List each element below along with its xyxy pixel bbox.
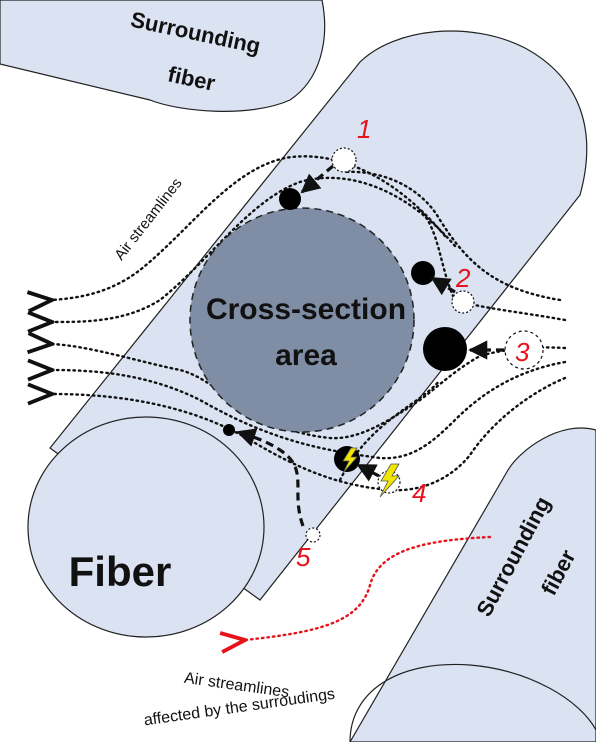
surrounding-fiber-top — [0, 0, 326, 112]
streamline-5 — [52, 344, 567, 440]
surrounding-fiber-right-end — [349, 663, 596, 742]
capture-arrow-5 — [236, 428, 305, 527]
mechanism-number-2: 2 — [455, 263, 471, 293]
streamline-7 — [52, 376, 567, 492]
mechanism-number-4: 4 — [412, 478, 426, 508]
streamline-6 — [52, 362, 567, 460]
mechanism-number-1: 1 — [357, 114, 371, 144]
surrounding-fiber-right — [349, 427, 596, 742]
particle-1-captured — [279, 188, 301, 210]
particle-1-hollow — [331, 147, 357, 173]
capture-arrow-1 — [300, 164, 335, 194]
fiber-label: Fiber — [69, 548, 172, 595]
cross-section-area — [189, 207, 415, 433]
capture-arrows — [236, 164, 504, 527]
mechanism-number-5: 5 — [296, 542, 311, 572]
streamline-2 — [52, 176, 457, 322]
particle-5-hollow — [305, 527, 321, 543]
particle-3-captured — [423, 327, 467, 371]
mechanism-number-3: 3 — [515, 337, 530, 367]
particle-2-captured — [411, 261, 435, 285]
mechanism-numbers: 1 2 3 4 5 — [296, 114, 530, 572]
air-streamlines-label: Air streamlines — [111, 175, 185, 264]
capture-arrow-4 — [356, 463, 380, 482]
particle-5-captured — [223, 424, 235, 436]
lightning-bolt-icon — [342, 447, 358, 474]
cross-section-label-1: Cross-section — [206, 293, 406, 326]
affected-streamline — [245, 535, 492, 640]
cross-section-label-2: area — [275, 339, 337, 372]
lightning-bolt-icon — [379, 463, 400, 498]
main-fiber-end-cap — [27, 416, 265, 638]
streamline-3 — [343, 170, 562, 302]
particle-3-hollow — [504, 330, 544, 370]
capture-arrow-2 — [430, 276, 456, 296]
particle-2-hollow — [451, 290, 475, 314]
lightning-bolt-icons — [342, 447, 400, 498]
